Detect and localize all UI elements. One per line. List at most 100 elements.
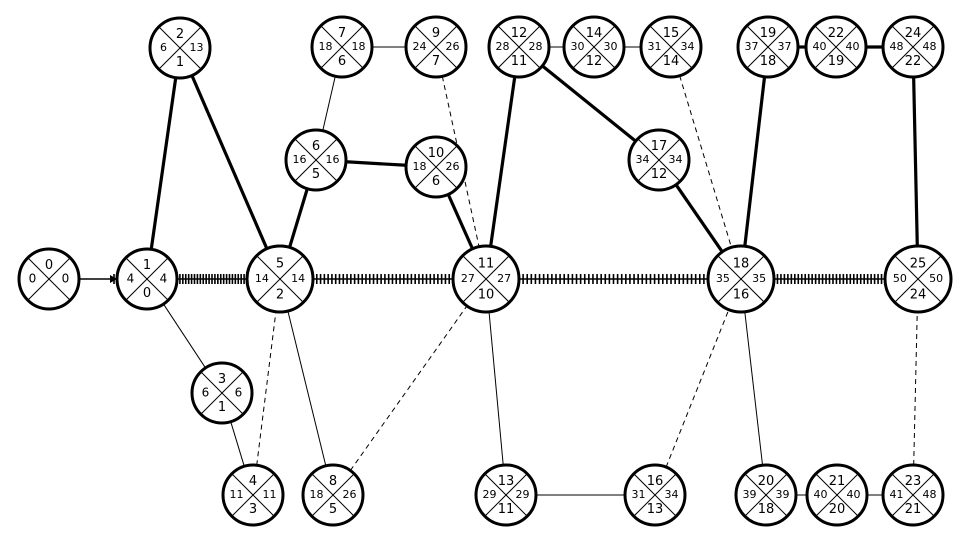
edge-5-11: [313, 274, 453, 284]
node-bottom-value: 6: [432, 174, 440, 189]
node-left-value: 27: [461, 272, 475, 285]
edge-18-19: [743, 76, 767, 247]
node-bottom-value: 5: [312, 167, 320, 182]
node-left-value: 18: [413, 160, 427, 173]
node-bottom-value: 1: [176, 55, 184, 70]
node-right-value: 18: [352, 40, 366, 53]
node-bottom-value: 19: [828, 54, 845, 69]
node-right-value: 4: [160, 272, 168, 286]
node-right-value: 39: [776, 488, 790, 501]
node-top-value: 11: [478, 257, 495, 272]
node-right-value: 13: [190, 41, 204, 54]
event-node-1: 14 40: [115, 247, 179, 311]
node-top-value: 19: [760, 26, 777, 41]
node-bottom-value: 5: [329, 502, 337, 517]
node-top-value: 16: [647, 474, 664, 489]
node-left-value: 37: [745, 40, 759, 53]
edge-5-6: [288, 188, 309, 248]
node-bottom-value: 13: [647, 502, 664, 517]
node-left-value: 6: [160, 41, 167, 54]
node-bottom-value: 11: [511, 54, 528, 69]
node-right-value: 29: [516, 488, 530, 501]
node-top-value: 13: [498, 474, 515, 489]
node-top-value: 18: [733, 257, 750, 272]
node-left-value: 0: [29, 272, 37, 286]
node-right-value: 37: [778, 40, 792, 53]
node-bottom-value: 21: [905, 502, 922, 517]
edge-12-17: [541, 64, 637, 143]
node-right-value: 28: [529, 40, 543, 53]
node-right-value: 26: [446, 40, 460, 53]
node-right-value: 34: [665, 488, 679, 501]
node-bottom-value: 14: [663, 54, 680, 69]
node-left-value: 48: [890, 40, 904, 53]
node-left-value: 4: [127, 272, 135, 286]
node-left-value: 11: [230, 488, 244, 501]
node-right-value: 16: [326, 153, 340, 166]
node-left-value: 31: [632, 488, 646, 501]
edge-3-4: [230, 421, 245, 467]
node-right-value: 6: [235, 386, 243, 400]
node-left-value: 18: [310, 488, 324, 501]
node-left-value: 39: [743, 488, 757, 501]
node-right-value: 26: [446, 160, 460, 173]
node-right-value: 27: [497, 272, 511, 285]
node-left-value: 30: [571, 40, 585, 53]
node-top-value: 0: [45, 258, 53, 273]
node-top-value: 17: [651, 139, 668, 154]
edge-5-8: [287, 310, 327, 466]
node-right-value: 34: [669, 153, 683, 166]
edge-18-25: [774, 274, 885, 284]
node-left-value: 24: [413, 40, 427, 53]
edge-1-2: [149, 77, 178, 250]
node-bottom-value: 18: [758, 502, 775, 517]
edge-1-5: [177, 274, 247, 284]
edge-11-18: [519, 274, 708, 284]
edge-17-18: [674, 183, 724, 253]
edge-10-11: [446, 193, 475, 250]
node-bottom-value: 0: [143, 286, 151, 301]
node-right-value: 30: [604, 40, 618, 53]
edge-9-11: [441, 76, 480, 247]
node-bottom-value: 2: [276, 287, 284, 302]
edge-6-10: [345, 160, 407, 167]
node-top-value: 7: [338, 26, 346, 41]
node-left-value: 14: [255, 272, 269, 285]
node-bottom-value: 7: [432, 54, 440, 69]
node-left-value: 35: [716, 272, 730, 285]
edge-2-5: [190, 74, 269, 250]
node-bottom-value: 1: [218, 400, 226, 415]
edge-24-25: [912, 76, 919, 247]
node-right-value: 50: [929, 272, 943, 285]
node-top-value: 1: [143, 258, 151, 273]
node-right-value: 34: [681, 40, 695, 53]
node-left-value: 40: [814, 488, 828, 501]
node-top-value: 20: [758, 474, 775, 489]
node-bottom-value: 12: [586, 54, 603, 69]
edge-0-1: [79, 274, 117, 284]
edge-8-11: [349, 305, 468, 471]
node-right-value: 40: [847, 488, 861, 501]
edge-4-5: [256, 311, 277, 466]
node-bottom-value: 22: [905, 54, 922, 69]
node-right-value: 40: [846, 40, 860, 53]
edge-18-20: [744, 311, 764, 466]
node-top-value: 8: [329, 474, 337, 489]
